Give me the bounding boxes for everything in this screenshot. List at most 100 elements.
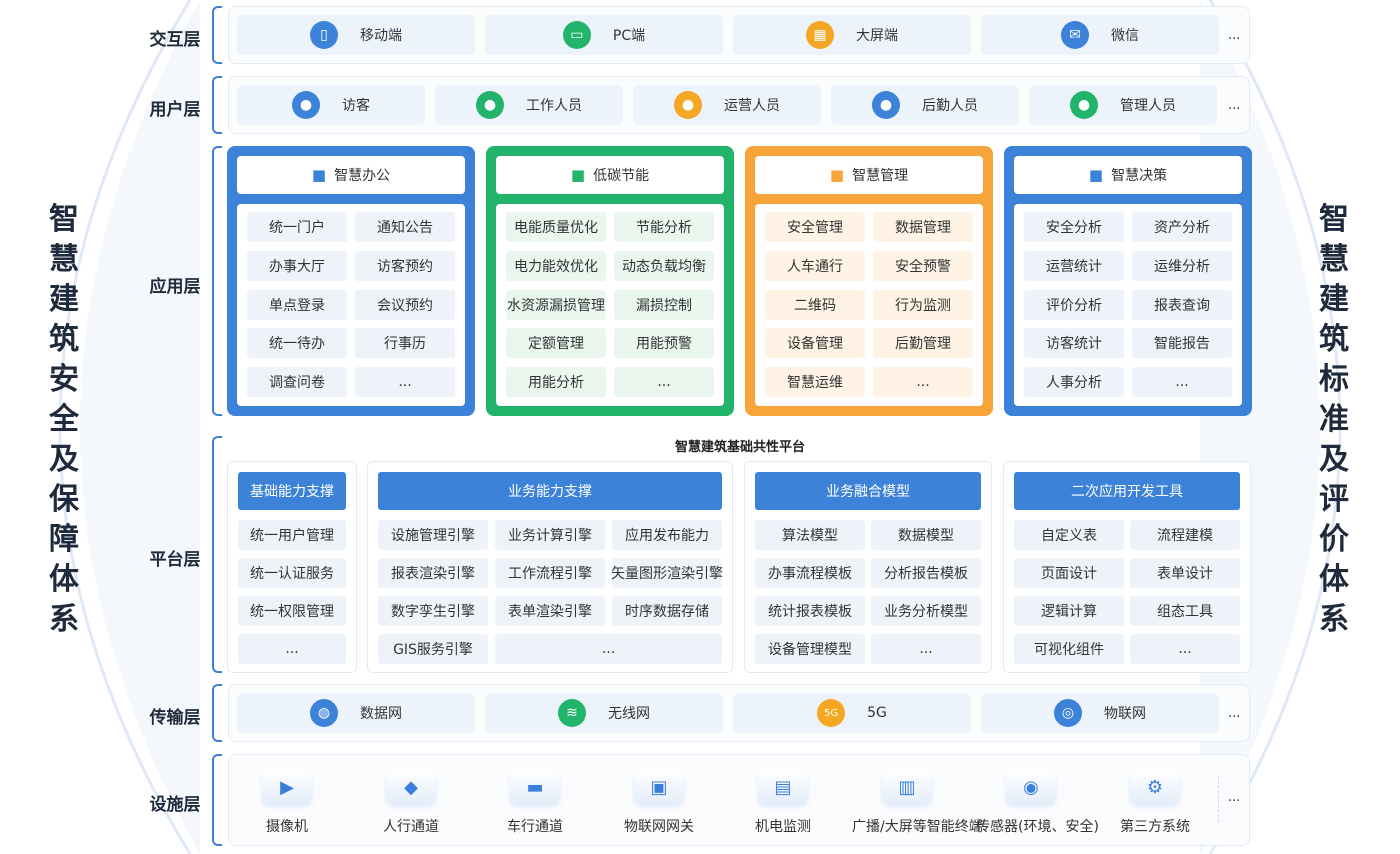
facility-item[interactable]: ▬车行通道 bbox=[480, 770, 590, 836]
platform-item[interactable]: GIS服务引擎 bbox=[378, 634, 488, 664]
app-item[interactable]: ... bbox=[355, 367, 455, 398]
user-chip[interactable]: ●运营人员 bbox=[633, 85, 821, 125]
app-item[interactable]: 运营统计 bbox=[1024, 250, 1124, 281]
app-item[interactable]: 访客统计 bbox=[1024, 328, 1124, 359]
left-title-char: 保 bbox=[49, 482, 79, 517]
app-item[interactable]: 漏损控制 bbox=[614, 289, 714, 320]
app-item[interactable]: 电力能效优化 bbox=[506, 250, 606, 281]
app-item[interactable]: 安全分析 bbox=[1024, 212, 1124, 242]
platform-item[interactable]: 自定义表 bbox=[1014, 520, 1124, 550]
user-chip[interactable]: ●后勤人员 bbox=[831, 85, 1019, 125]
app-item[interactable]: 统一门户 bbox=[247, 212, 347, 242]
app-item[interactable]: 会议预约 bbox=[355, 289, 455, 320]
app-item[interactable]: 水资源漏损管理 bbox=[506, 289, 606, 320]
app-item[interactable]: 统一待办 bbox=[247, 328, 347, 359]
platform-item[interactable]: 可视化组件 bbox=[1014, 634, 1124, 664]
user-chip[interactable]: ●访客 bbox=[237, 85, 425, 125]
user-chip[interactable]: ●工作人员 bbox=[435, 85, 623, 125]
platform-item[interactable]: 表单渲染引擎 bbox=[495, 596, 605, 626]
app-item[interactable]: 调查问卷 bbox=[247, 367, 347, 398]
user-chip[interactable]: ●管理人员 bbox=[1029, 85, 1217, 125]
app-item[interactable]: 评价分析 bbox=[1024, 289, 1124, 320]
app-item[interactable]: ... bbox=[1132, 367, 1232, 398]
transport-label: 数据网 bbox=[360, 706, 402, 722]
left-arc bbox=[58, 0, 200, 854]
app-item[interactable]: ... bbox=[873, 367, 973, 398]
facility-item[interactable]: ◉传感器(环境、安全) bbox=[976, 770, 1099, 836]
app-item[interactable]: 定额管理 bbox=[506, 328, 606, 359]
platform-item[interactable]: 页面设计 bbox=[1014, 558, 1124, 588]
platform-item[interactable]: 流程建模 bbox=[1130, 520, 1240, 550]
interaction-chip[interactable]: ▭PC端 bbox=[485, 15, 723, 55]
platform-item[interactable]: 表单设计 bbox=[1130, 558, 1240, 588]
app-item[interactable]: 人事分析 bbox=[1024, 367, 1124, 398]
app-item[interactable]: 运维分析 bbox=[1132, 250, 1232, 281]
platform-item[interactable]: 数字孪生引擎 bbox=[378, 596, 488, 626]
platform-item[interactable]: 设施管理引擎 bbox=[378, 520, 488, 550]
platform-item[interactable]: 矢量图形渲染引擎 bbox=[611, 558, 723, 588]
facility-item[interactable]: ▤机电监测 bbox=[728, 770, 838, 836]
platform-item[interactable]: 业务分析模型 bbox=[871, 596, 981, 626]
facility-item[interactable]: ⚙第三方系统 bbox=[1100, 770, 1210, 836]
transport-chip[interactable]: ◎物联网 bbox=[981, 693, 1219, 733]
facility-item[interactable]: ▣物联网网关 bbox=[604, 770, 714, 836]
platform-item[interactable]: 应用发布能力 bbox=[612, 520, 722, 550]
app-item[interactable]: 设备管理 bbox=[765, 328, 865, 359]
app-item[interactable]: 行为监测 bbox=[873, 289, 973, 320]
facility-item[interactable]: ◆人行通道 bbox=[356, 770, 466, 836]
platform-item[interactable]: 组态工具 bbox=[1130, 596, 1240, 626]
5g-icon: 5G bbox=[817, 699, 846, 727]
app-item[interactable]: 报表查询 bbox=[1132, 289, 1232, 320]
app-column-title: 低碳节能 bbox=[593, 168, 650, 184]
platform-item[interactable]: 算法模型 bbox=[755, 520, 865, 550]
app-item[interactable]: 智慧运维 bbox=[765, 367, 865, 398]
app-item[interactable]: 资产分析 bbox=[1132, 212, 1232, 242]
platform-item[interactable]: 时序数据存储 bbox=[612, 596, 722, 626]
facility-item[interactable]: ▥广播/大屏等智能终端 bbox=[852, 770, 983, 836]
app-item[interactable]: 单点登录 bbox=[247, 289, 347, 320]
platform-item[interactable]: 统计报表模板 bbox=[755, 596, 865, 626]
platform-item[interactable]: 设备管理模型 bbox=[755, 634, 865, 664]
platform-item[interactable]: ... bbox=[495, 634, 722, 664]
app-item[interactable]: ... bbox=[614, 367, 714, 398]
platform-item[interactable]: 报表渲染引擎 bbox=[378, 558, 488, 588]
app-column-body: 统一门户通知公告办事大厅访客预约单点登录会议预约统一待办行事历调查问卷... bbox=[237, 204, 465, 406]
interaction-chip[interactable]: ✉微信 bbox=[981, 15, 1219, 55]
app-item[interactable]: 安全预警 bbox=[873, 250, 973, 281]
app-item[interactable]: 安全管理 bbox=[765, 212, 865, 242]
app-item[interactable]: 办事大厅 bbox=[247, 250, 347, 281]
right-title-char: 智 bbox=[1319, 202, 1349, 237]
app-item[interactable]: 访客预约 bbox=[355, 250, 455, 281]
platform-item[interactable]: 统一用户管理 bbox=[238, 520, 346, 550]
app-item[interactable]: 后勤管理 bbox=[873, 328, 973, 359]
interaction-chip[interactable]: ▯移动端 bbox=[237, 15, 475, 55]
facility-item[interactable]: ▶摄像机 bbox=[232, 770, 342, 836]
app-item[interactable]: 电能质量优化 bbox=[506, 212, 606, 242]
app-item[interactable]: 行事历 bbox=[355, 328, 455, 359]
app-item[interactable]: 二维码 bbox=[765, 289, 865, 320]
platform-item[interactable]: 办事流程模板 bbox=[755, 558, 865, 588]
interaction-chip[interactable]: ▦大屏端 bbox=[733, 15, 971, 55]
platform-item[interactable]: 分析报告模板 bbox=[871, 558, 981, 588]
app-item[interactable]: 用能分析 bbox=[506, 367, 606, 398]
platform-item[interactable]: 数据模型 bbox=[871, 520, 981, 550]
app-item[interactable]: 人车通行 bbox=[765, 250, 865, 281]
platform-item[interactable]: 统一认证服务 bbox=[238, 558, 346, 588]
platform-item[interactable]: 工作流程引擎 bbox=[495, 558, 605, 588]
app-item[interactable]: 智能报告 bbox=[1132, 328, 1232, 359]
platform-item[interactable]: ... bbox=[1130, 634, 1240, 664]
transport-chip[interactable]: ◍数据网 bbox=[237, 693, 475, 733]
app-item[interactable]: 动态负载均衡 bbox=[614, 250, 714, 281]
platform-item[interactable]: ... bbox=[871, 634, 981, 664]
app-item[interactable]: 用能预警 bbox=[614, 328, 714, 359]
layer-label-application: 应用层 bbox=[149, 277, 201, 297]
transport-chip[interactable]: ≋无线网 bbox=[485, 693, 723, 733]
platform-item[interactable]: 业务计算引擎 bbox=[495, 520, 605, 550]
app-item[interactable]: 数据管理 bbox=[873, 212, 973, 242]
platform-item[interactable]: 逻辑计算 bbox=[1014, 596, 1124, 626]
platform-item[interactable]: 统一权限管理 bbox=[238, 596, 346, 626]
app-item[interactable]: 通知公告 bbox=[355, 212, 455, 242]
app-item[interactable]: 节能分析 bbox=[614, 212, 714, 242]
platform-item[interactable]: ... bbox=[238, 634, 346, 664]
